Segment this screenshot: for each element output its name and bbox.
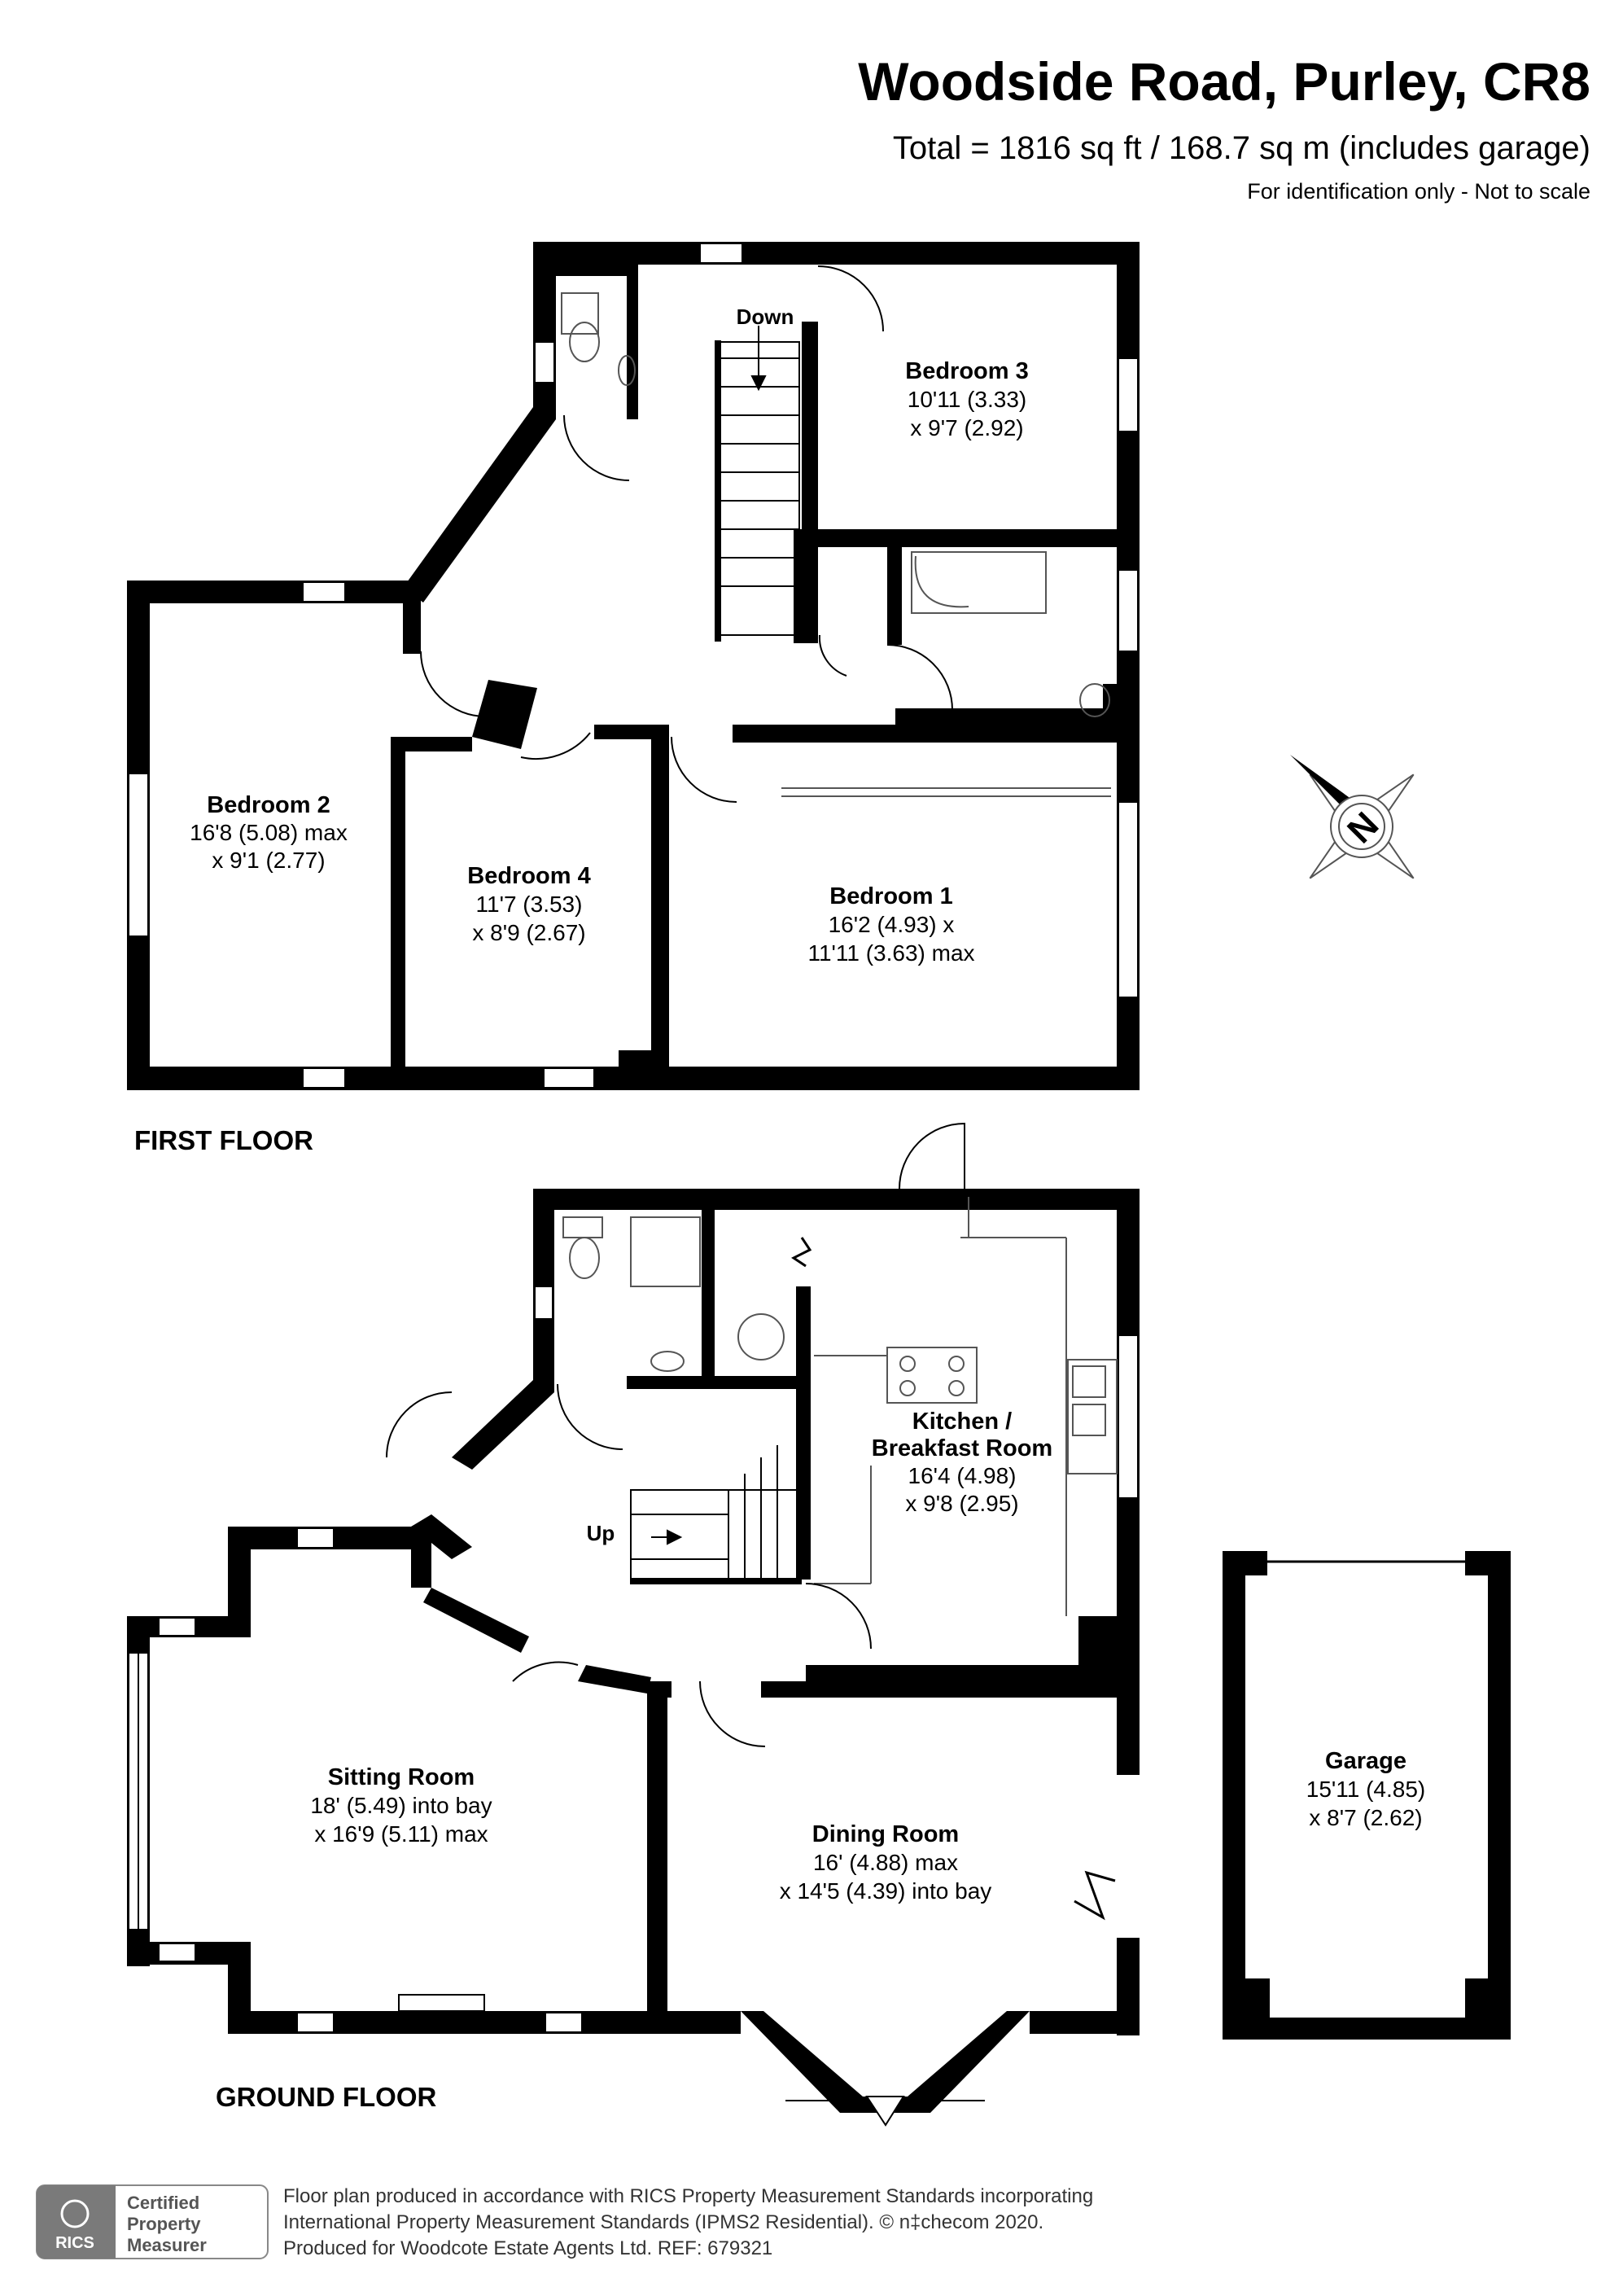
garage-dim2: x 8'7 (2.62) — [1309, 1805, 1422, 1830]
badge-line-1: Certified — [127, 2193, 199, 2213]
rics-certified-badge: RICS Certified Property Measurer — [36, 2184, 269, 2259]
bedroom2-dim2: x 9'1 (2.77) — [212, 848, 325, 873]
garage-name: Garage — [1325, 1748, 1406, 1774]
dining-room-dim2: x 14'5 (4.39) into bay — [780, 1878, 992, 1904]
stair-rail-ground — [631, 1578, 802, 1584]
garage-dim1: 15'11 (4.85) — [1306, 1777, 1425, 1802]
footer-line-1: Floor plan produced in accordance with R… — [283, 2185, 1094, 2207]
stairs-up-label: Up — [587, 1521, 615, 1545]
kitchen-name-1: Kitchen / — [912, 1409, 1012, 1435]
sitting-room-dim2: x 16'9 (5.11) max — [314, 1821, 488, 1847]
bedroom1-dim1: 16'2 (4.93) x — [829, 912, 955, 937]
bedroom4-name: Bedroom 4 — [467, 863, 590, 889]
bedroom3-name: Bedroom 3 — [905, 358, 1028, 384]
bedroom2-name: Bedroom 2 — [207, 792, 330, 818]
garage-walls — [1223, 1551, 1511, 2040]
dining-room-name: Dining Room — [812, 1821, 959, 1847]
sitting-room-name: Sitting Room — [328, 1764, 475, 1790]
dining-room-dim1: 16' (4.88) max — [813, 1850, 958, 1875]
first-floor-label: FIRST FLOOR — [134, 1125, 313, 1155]
fireplace-icon — [398, 1994, 905, 2127]
kitchen-dim2: x 9'8 (2.95) — [905, 1491, 1018, 1516]
footer-text: Floor plan produced in accordance with R… — [283, 2184, 1093, 2262]
ground-floor-label: GROUND FLOOR — [216, 2082, 436, 2112]
ground-floor-doors — [386, 1122, 965, 1747]
rics-logo-icon — [60, 2199, 90, 2228]
bedroom3-dim2: x 9'7 (2.92) — [910, 415, 1023, 440]
rics-logo-text: RICS — [55, 2234, 94, 2252]
badge-line-2: Property — [127, 2214, 201, 2234]
footer-line-3: Produced for Woodcote Estate Agents Ltd.… — [283, 2237, 773, 2259]
sitting-room-dim1: 18' (5.49) into bay — [310, 1793, 492, 1818]
ground-floor-fixtures — [562, 1197, 1118, 1921]
first-floor-stairs — [717, 326, 800, 636]
total-area: Total = 1816 sq ft / 168.7 sq m (include… — [892, 130, 1590, 166]
bedroom2-dim1: 16'8 (5.08) max — [190, 820, 348, 845]
disclaimer-text: For identification only - Not to scale — [1247, 179, 1590, 204]
footer-line-2: International Property Measurement Stand… — [283, 2211, 1044, 2233]
first-floor-doors — [420, 265, 953, 803]
kitchen-dim1: 16'4 (4.98) — [908, 1463, 1017, 1488]
first-floor-windows — [128, 243, 1139, 1089]
ground-floor-windows — [128, 1286, 1139, 2033]
badge-line-3: Measurer — [127, 2235, 207, 2255]
compass-icon — [1290, 755, 1415, 879]
bedroom3-dim1: 10'11 (3.33) — [908, 387, 1026, 412]
bedroom1-dim2: 11'11 (3.63) max — [807, 940, 974, 966]
ground-floor-stairs — [630, 1445, 798, 1584]
stairs-down-label: Down — [737, 305, 794, 329]
ground-floor-walls — [127, 1189, 1140, 2113]
page-title: Woodside Road, Purley, CR8 — [858, 51, 1590, 112]
bedroom4-dim2: x 8'9 (2.67) — [472, 920, 585, 945]
first-floor-fixtures — [561, 292, 1111, 797]
bedroom4-dim1: 11'7 (3.53) — [476, 892, 583, 917]
kitchen-name-2: Breakfast Room — [872, 1435, 1052, 1461]
stair-rail — [715, 340, 721, 642]
bedroom1-name: Bedroom 1 — [829, 883, 952, 909]
